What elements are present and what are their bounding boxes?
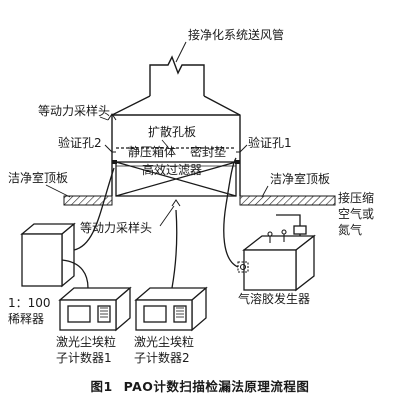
diluter-label: 1：100 稀释器 xyxy=(8,296,51,326)
isokinetic-head-top xyxy=(107,113,117,121)
verify-hole-2-mark xyxy=(104,144,116,153)
particle-counter-2-box xyxy=(134,286,208,332)
isokinetic-head-top-leader xyxy=(99,116,109,121)
verify-hole-1-mark xyxy=(236,144,248,153)
diffuser-plate-leader xyxy=(161,139,169,148)
particle-counter-2-label: 激光尘埃粒 子计数器2 xyxy=(134,335,195,365)
hepa-filter-label: 高效过滤器 xyxy=(142,163,203,177)
diluter-box xyxy=(20,222,76,288)
verify-hole-1-label: 验证孔1 xyxy=(248,136,292,150)
compressed-air-label: 接压缩 空气或 氮气 xyxy=(338,191,375,237)
sampling-tube-diluter-to-counter1 xyxy=(61,259,89,289)
aerosol-generator-knobs xyxy=(267,229,287,243)
figure-number: 图1 xyxy=(90,379,113,394)
aerosol-generator-label: 气溶胶发生器 xyxy=(238,292,311,306)
cleanroom-ceiling-right xyxy=(239,195,336,206)
isokinetic-head-bottom-label: 等动力采样头 xyxy=(80,221,153,235)
ceiling-left-leader xyxy=(45,184,71,198)
hepa-filter xyxy=(115,161,237,197)
cleanroom-ceiling-left xyxy=(63,195,113,206)
static-box-label: 静压箱体 xyxy=(128,145,177,159)
verify-hole-2-label: 验证孔2 xyxy=(58,136,102,150)
seal-gasket-label: 密封垫 xyxy=(190,145,227,159)
figure-caption: 图1 PAO计数扫描检漏法原理流程图 xyxy=(0,376,400,395)
aerosol-supply-tube xyxy=(223,157,239,268)
sampling-tube-upstream xyxy=(73,167,115,251)
supply-duct-label: 接净化系统送风管 xyxy=(188,28,285,42)
isokinetic-head-top-label: 等动力采样头 xyxy=(38,104,111,118)
figure-title: PAO计数扫描检漏法原理流程图 xyxy=(123,379,310,394)
ceiling-right-leader xyxy=(261,185,269,198)
isokinetic-head-bottom xyxy=(171,199,181,207)
aerosol-generator-box xyxy=(242,234,316,292)
diffuser-plate-label: 扩散孔板 xyxy=(148,125,197,139)
seal-gasket xyxy=(112,160,240,164)
static-pressure-box xyxy=(111,95,241,196)
sampling-tube-downstream xyxy=(171,209,178,289)
ceiling-right-label: 洁净室顶板 xyxy=(270,172,331,186)
supply-duct xyxy=(149,55,205,96)
particle-counter-1-label: 激光尘埃粒 子计数器1 xyxy=(56,335,117,365)
isokinetic-head-bottom-leader xyxy=(159,205,175,227)
particle-counter-1-box xyxy=(58,286,132,332)
supply-duct-leader xyxy=(175,41,187,63)
ceiling-left-label: 洁净室顶板 xyxy=(8,171,69,185)
